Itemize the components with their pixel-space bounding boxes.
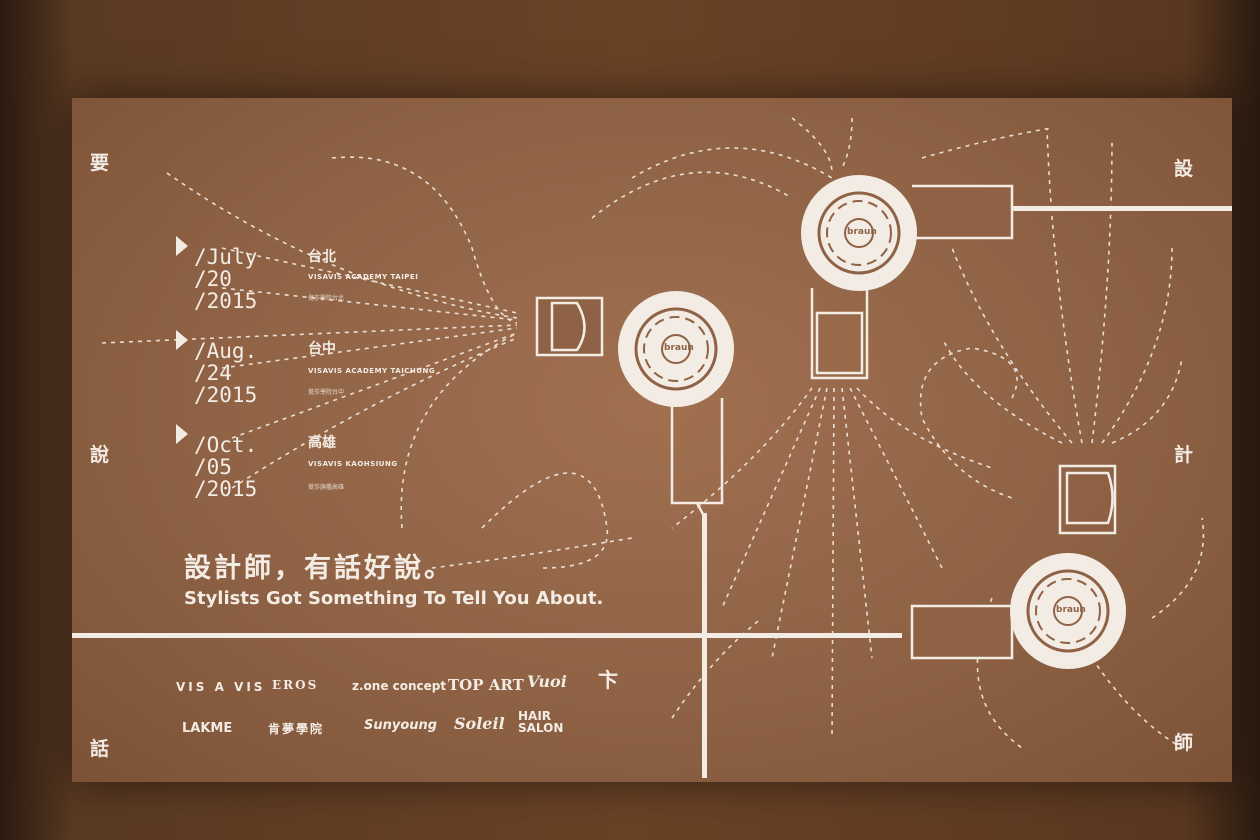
- dryer-badge: braun: [1056, 605, 1086, 615]
- corner-char: 計: [1174, 444, 1194, 466]
- corner-char: 師: [1174, 732, 1194, 754]
- event-venue-zh: 覺莎學院台中: [308, 389, 345, 396]
- corner-char: 設: [1174, 158, 1194, 180]
- triangle-icon: [176, 424, 188, 444]
- sponsor-logo: Sunyoung: [364, 718, 438, 733]
- sponsor-logo: 肯夢學院: [268, 722, 325, 736]
- event-venue: VISAVIS ACADEMY TAICHUNG: [308, 367, 436, 375]
- sponsor-logo: LAKME: [182, 721, 233, 736]
- event-date: /Aug. /24 /2015: [194, 339, 258, 407]
- event-venue: VISAVIS KAOHSIUNG: [308, 460, 398, 468]
- sponsor-logo: VIS A VIS: [176, 680, 266, 694]
- event-venue: VISAVIS ACADEMY TAIPEI: [308, 273, 419, 281]
- event-venue-zh: 覺莎學院台北: [308, 295, 345, 302]
- sponsor-logo: z.one concept: [352, 679, 447, 693]
- dryer-badge: braun: [664, 343, 694, 353]
- event-date: /Oct. /05 /2015: [194, 433, 258, 501]
- corner-char: 話: [90, 738, 110, 760]
- tagline-zh: 設計師，有話好說。: [184, 553, 454, 584]
- sponsor-logo: HAIR SALON: [518, 709, 564, 735]
- triangle-icon: [176, 330, 188, 350]
- corner-char: 說: [90, 444, 110, 466]
- event-city: 台北: [308, 249, 336, 265]
- sponsor-logo: Soleil: [454, 714, 505, 733]
- sponsor-logo: Vuoi: [527, 672, 567, 691]
- event-city: 台中: [308, 341, 336, 357]
- sponsor-logo: EROS: [272, 678, 319, 692]
- event-date: /July /20 /2015: [194, 245, 258, 313]
- sponsor-logo: TOP ART: [448, 676, 524, 694]
- triangle-icon: [176, 236, 188, 256]
- sponsor-logo: 卞: [598, 668, 618, 692]
- dryer-badge: braun: [847, 227, 877, 237]
- corner-char: 要: [90, 152, 110, 174]
- event-city: 高雄: [308, 435, 336, 451]
- dryer-illustration: [72, 117, 1232, 778]
- event-venue-zh: 覺莎旗艦高雄: [308, 484, 345, 491]
- projection-screen: braun braun braun 要 說 話 設 計 師 /July /20 …: [72, 98, 1232, 782]
- tagline-en: Stylists Got Something To Tell You About…: [184, 588, 604, 609]
